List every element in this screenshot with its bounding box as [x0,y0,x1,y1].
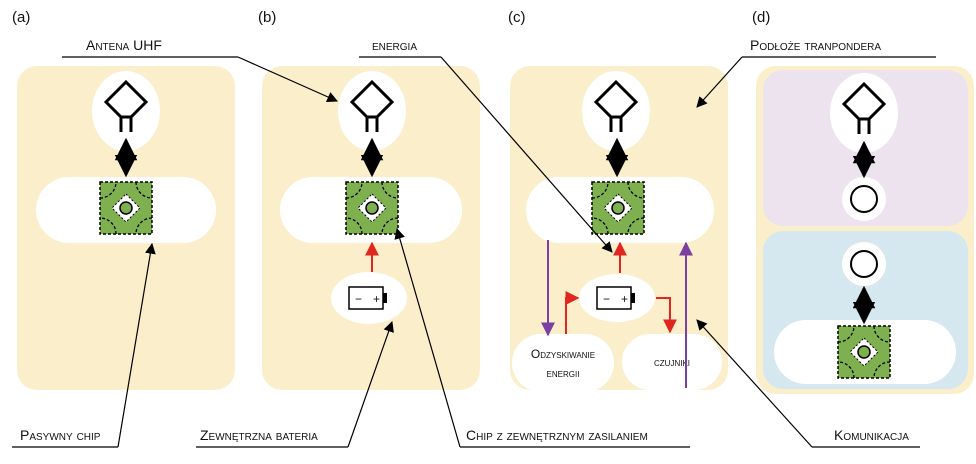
antenna-bubble [582,71,650,151]
connector-circle-icon [850,250,878,278]
communication-pointer-arrow-icon [696,319,813,448]
panel-label-b: (b) [258,9,276,26]
sensors-label: czujniki [654,355,690,369]
panel-label-d: (d) [752,9,770,26]
chip-icon [837,325,891,379]
antenna-pointer-arrow-icon [237,56,338,102]
caption-antenna: Antena UHF [86,37,162,53]
panel-a [17,66,235,390]
antenna-bubble [338,71,406,151]
panel-label-a: (a) [12,9,30,26]
energy-harvesting-label-2: energii [547,366,580,380]
chip-icon [345,181,399,235]
caption-energy: energia [372,37,417,53]
battery-minus: − [355,292,362,306]
connector-circle-icon [850,185,878,213]
battery-to-sensors-arrow-icon [656,297,677,334]
panel-d [756,66,974,394]
battery-plus: + [621,292,628,306]
substrate-pointer-arrow-icon [696,56,743,108]
battery-minus: − [603,292,610,306]
caption-chip-external-power: Chip z zewnętrznym zasilaniem [466,427,648,443]
energy-harvesting-box [512,334,614,392]
energy-pointer-arrow-icon [440,56,613,253]
chip-icon [591,181,645,235]
antenna-bubble [92,71,160,151]
caption-passive-chip: Pasywny chip [20,427,101,443]
battery-plus: + [373,292,380,306]
caption-external-battery: Zewnętrzna bateria [200,427,318,443]
energy-harvesting-label-1: Odzyskiwanie [531,347,595,361]
chip-icon [99,181,153,235]
caption-substrate: Podłoże tranpondera [750,37,881,53]
sensors-box [622,334,722,390]
chip-external-power-pointer-arrow-icon [394,227,461,448]
external-battery-pointer-arrow-icon [347,320,394,448]
harvesting-to-battery-arrow-icon [565,291,580,334]
passive-chip-pointer-arrow-icon [117,242,156,448]
panel-label-c: (c) [508,9,526,26]
caption-communication: Komunikacja [834,427,909,443]
antenna-bubble [830,73,898,153]
panel-c: − + Odzyskiwanie energii czujniki [510,66,728,392]
panel-b: − + [262,66,480,390]
